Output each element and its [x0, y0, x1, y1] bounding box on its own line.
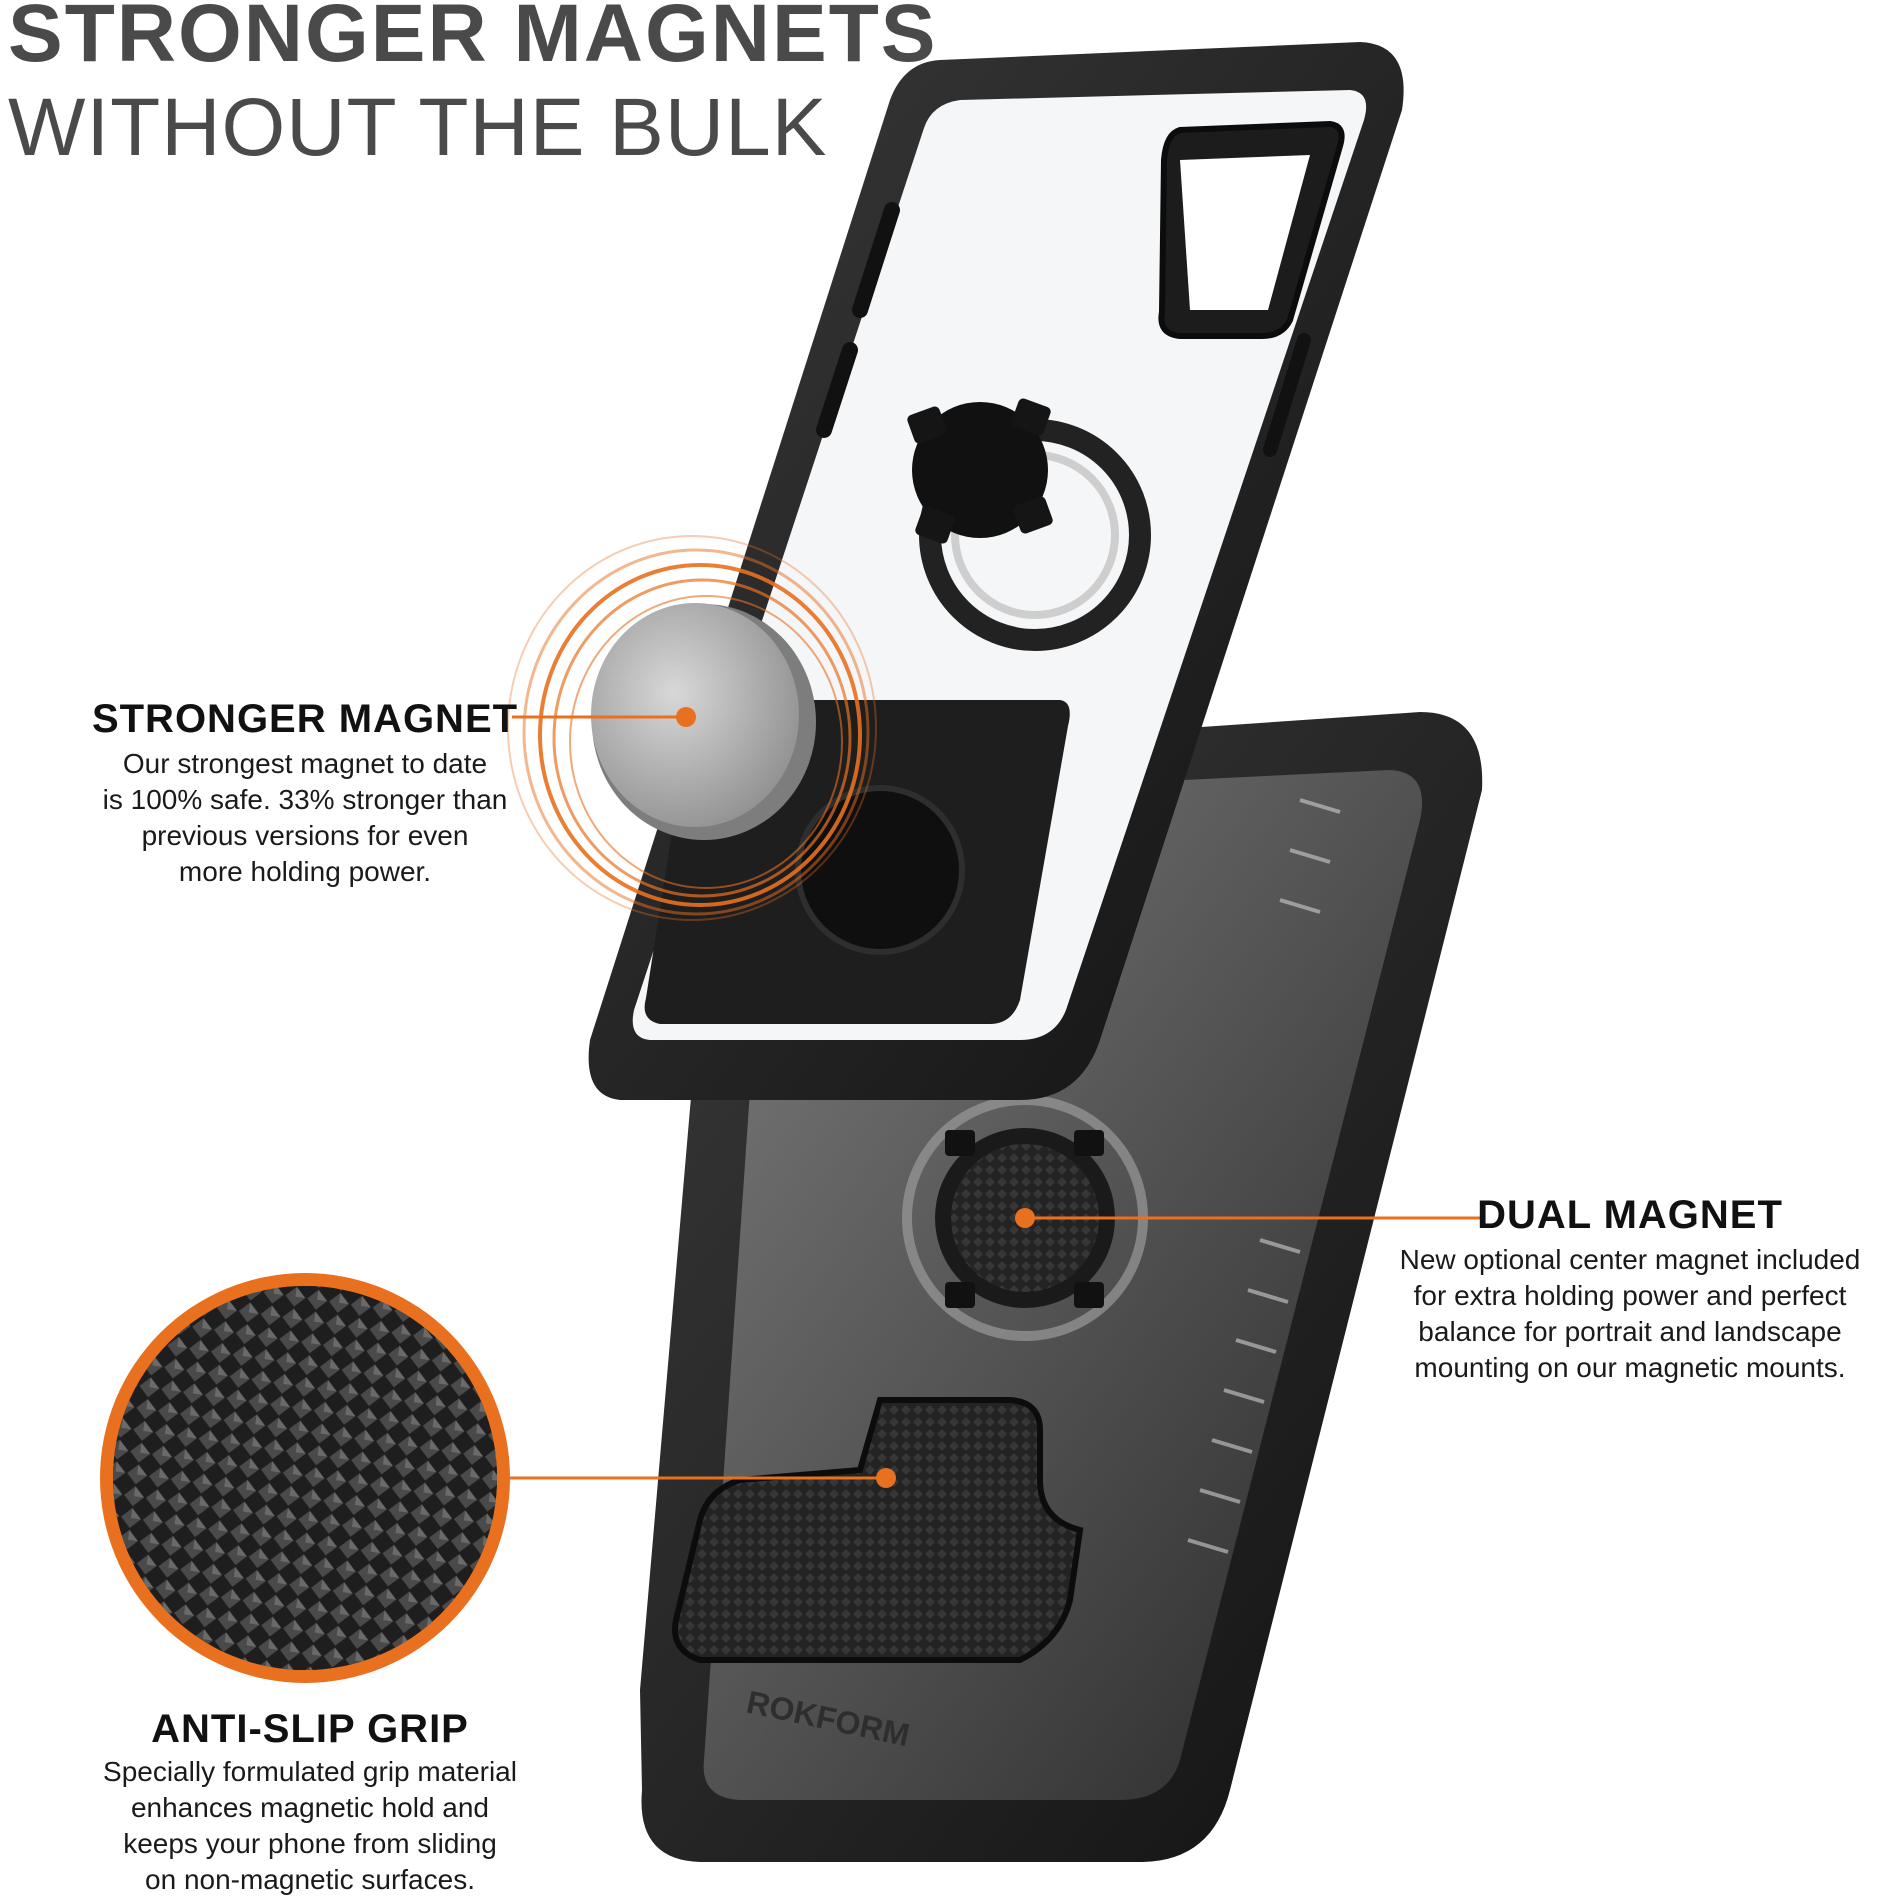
mount-cap: [912, 402, 1048, 538]
magnetic-field-rings: [507, 535, 877, 921]
dual-magnet-marker-dot: [1015, 1208, 1035, 1228]
callout-leaders: [508, 707, 1480, 1488]
side-ridges: [1187, 798, 1341, 1554]
callout-body: New optional center magnet included for …: [1399, 1244, 1861, 1383]
grip-zoom: [100, 1273, 510, 1683]
callout-stronger-magnet: STRONGER MAGNET Our strongest magnet to …: [60, 696, 550, 890]
callout-anti-slip-grip: ANTI-SLIP GRIP Specially formulated grip…: [40, 1706, 580, 1898]
headline-line-2: WITHOUT THE BULK: [8, 82, 828, 173]
magnet-marker-dot: [676, 707, 696, 727]
callout-body: Our strongest magnet to date is 100% saf…: [102, 748, 508, 887]
callout-title: STRONGER MAGNET: [91, 697, 519, 741]
callout-title: ANTI-SLIP GRIP: [151, 1707, 469, 1751]
callout-dual-magnet: DUAL MAGNET New optional center magnet i…: [1370, 1192, 1890, 1386]
grip-marker-dot: [876, 1468, 896, 1488]
callout-body: Specially formulated grip material enhan…: [103, 1756, 517, 1895]
headline-line-1: STRONGER MAGNETS: [8, 0, 938, 79]
callout-title: DUAL MAGNET: [1477, 1193, 1783, 1237]
headline: STRONGER MAGNETS WITHOUT THE BULK: [8, 0, 937, 174]
grip-panel: [672, 1397, 1084, 1663]
magnet-cutout: [795, 785, 965, 955]
